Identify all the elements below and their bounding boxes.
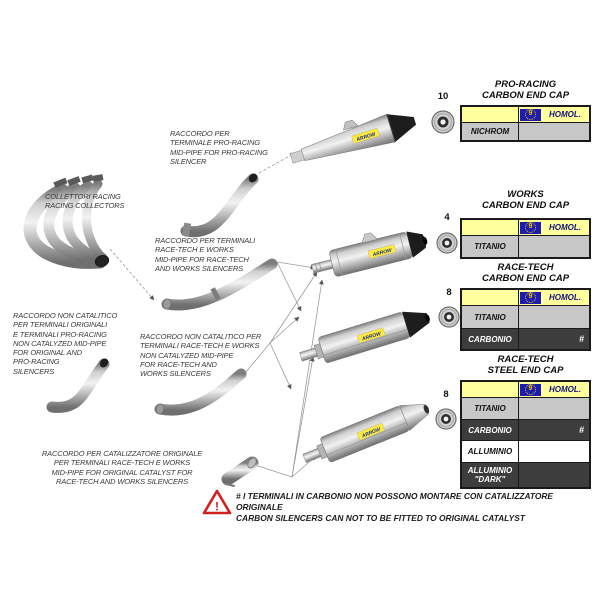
svg-text:!: ! — [215, 500, 219, 514]
carbon-catalyst-warning-text: # I TERMINALI IN CARBONIO NON POSSONO MO… — [236, 491, 554, 523]
homol-label: HOMOL. — [549, 110, 581, 119]
e-mark-number: 9 — [525, 222, 536, 233]
table-row: NICHROM — [462, 122, 589, 140]
header-empty-cell — [462, 290, 519, 305]
pro-racing-table: 9 HOMOL. NICHROM — [460, 105, 591, 142]
race-tech-carbon-table: 9 HOMOL. TITANIO CARBONIO # — [460, 288, 591, 351]
arrow-logo: ARROW — [371, 247, 394, 258]
table-row: ALLUMINIO "DARK" — [462, 462, 589, 487]
washer-icon — [438, 306, 460, 328]
table-header-row: 9 HOMOL. — [462, 107, 589, 122]
table-row: TITANIO — [462, 235, 589, 257]
material-cell: NICHROM — [462, 123, 519, 140]
pro-racing-table-title: PRO-RACING CARBON END CAP — [481, 79, 570, 101]
table-row: TITANIO — [462, 397, 589, 419]
eu-homologation-badge: 9 — [520, 383, 541, 396]
table-header-row: 9 HOMOL. — [462, 382, 589, 397]
non-cat-race-tech-midpipe-drawing — [154, 368, 247, 416]
header-empty-cell — [462, 107, 519, 122]
material-cell: TITANIO — [462, 398, 519, 419]
assembly-lines — [109, 152, 324, 478]
homol-label: HOMOL. — [549, 223, 581, 232]
label-midpipe-original-catalyst: RACCORDO PER CATALIZZATORE ORIGINALE PER… — [41, 449, 203, 486]
material-cell: TITANIO — [462, 236, 519, 257]
material-cell: TITANIO — [462, 306, 519, 328]
works-table: 9 HOMOL. TITANIO — [460, 218, 591, 259]
race-tech-steel-silencer-drawing: ARROW — [302, 404, 430, 463]
e-mark-number: 9 — [525, 109, 536, 120]
label-midpipe-non-cat-race-tech: RACCORDO NON CATALITICO PER TERMINALI RA… — [140, 332, 262, 379]
pro-racing-silencer-drawing: ARROW — [289, 113, 417, 164]
qty-race-tech-carbon: 8 — [446, 287, 452, 298]
race-tech-carbon-silencer-drawing: ARROW — [299, 311, 430, 363]
pro-racing-midpipe-drawing — [180, 173, 259, 238]
non-cat-original-midpipe-drawing — [46, 358, 110, 413]
works-table-title: WORKS CARBON END CAP — [481, 189, 570, 211]
label-racing-collectors: COLLETTORI RACING RACING COLLECTORS — [45, 192, 125, 211]
table-row: CARBONIO # — [462, 328, 589, 349]
e-mark-number: 9 — [525, 384, 536, 395]
qty-pro-racing: 10 — [437, 91, 449, 102]
qty-works: 4 — [444, 212, 450, 223]
label-midpipe-pro-racing: RACCORDO PER TERMINALE PRO-RACING MID-PI… — [170, 129, 268, 166]
material-cell: CARBONIO — [462, 329, 519, 349]
homol-label: HOMOL. — [549, 293, 581, 302]
race-tech-carbon-table-title: RACE-TECH CARBON END CAP — [481, 262, 570, 284]
washer-icon — [436, 232, 458, 254]
race-tech-works-midpipe-drawing — [161, 258, 278, 311]
eu-homologation-badge: 9 — [520, 291, 541, 304]
qty-race-tech-steel: 8 — [443, 389, 449, 400]
catalyst-note-mark: # — [578, 425, 584, 435]
label-midpipe-race-tech-works: RACCORDO PER TERMINALI RACE-TECH E WORKS… — [155, 236, 256, 273]
e-mark-number: 9 — [525, 292, 536, 303]
header-empty-cell — [462, 382, 519, 397]
warning-triangle-icon: ! — [202, 489, 232, 515]
original-catalyst-midpipe-drawing — [221, 456, 259, 487]
homol-label: HOMOL. — [549, 385, 581, 394]
table-row: CARBONIO # — [462, 419, 589, 440]
works-silencer-drawing: ARROW — [311, 231, 428, 277]
racing-collectors-drawing — [23, 174, 110, 269]
race-tech-steel-table-title: RACE-TECH STEEL END CAP — [487, 354, 564, 376]
table-row: TITANIO — [462, 305, 589, 328]
label-midpipe-non-cat-original: RACCORDO NON CATALITICO PER TERMINALI OR… — [13, 311, 118, 376]
eu-homologation-badge: 9 — [520, 221, 541, 234]
washer-icon — [431, 110, 455, 134]
material-cell: CARBONIO — [462, 420, 519, 440]
race-tech-steel-table: 9 HOMOL. TITANIO CARBONIO # ALLUMINIO AL… — [460, 380, 591, 489]
material-cell: ALLUMINIO — [462, 441, 519, 462]
table-header-row: 9 HOMOL. — [462, 290, 589, 305]
washer-icon — [435, 408, 457, 430]
catalyst-note-mark: # — [578, 334, 584, 344]
header-empty-cell — [462, 220, 519, 235]
eu-homologation-badge: 9 — [520, 108, 541, 121]
table-row: ALLUMINIO — [462, 440, 589, 462]
table-header-row: 9 HOMOL. — [462, 220, 589, 235]
material-cell: ALLUMINIO "DARK" — [462, 463, 519, 487]
